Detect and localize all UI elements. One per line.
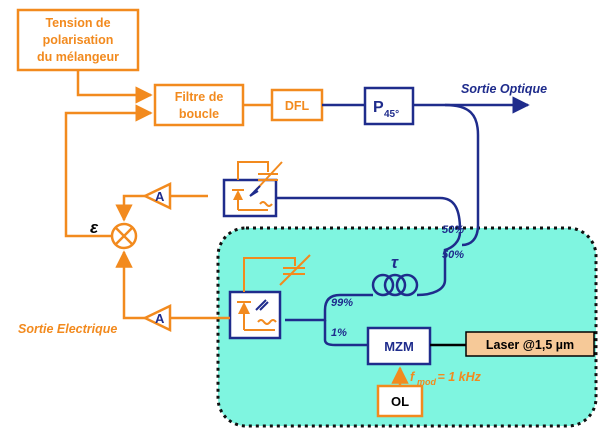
mzm-label: MZM	[384, 339, 414, 354]
loop-filter-label-1: Filtre de	[175, 90, 224, 104]
coil-to-coupler-fiber	[416, 262, 447, 297]
coil-to-splitter-fiber	[323, 293, 373, 311]
bias-label-3: du mélangeur	[37, 50, 119, 64]
mixer-to-filter-wire	[64, 104, 153, 238]
amp-top-to-mixer	[115, 194, 145, 222]
dfl-block	[270, 88, 324, 122]
p45-label: P	[373, 99, 384, 116]
mzm-block	[366, 326, 432, 366]
fmod-label: f	[410, 370, 416, 384]
fiber-to-top-pd	[276, 196, 462, 231]
amp-bottom-icon	[142, 304, 172, 332]
fiber-coil-icon	[371, 273, 419, 297]
ol-label: OL	[391, 394, 409, 409]
split-1: 1%	[331, 327, 347, 339]
fmod-subscript: mod	[417, 377, 437, 387]
amp-bottom-to-mixer	[115, 250, 145, 320]
amp-top-label: A	[155, 189, 165, 204]
sortie-optique-label: Sortie Optique	[461, 82, 547, 96]
sortie-electrique-label: Sortie Electrique	[18, 322, 117, 336]
amp-bottom-label: A	[155, 311, 165, 326]
photodiode-bottom	[228, 254, 311, 340]
p45-subscript: 45°	[384, 109, 399, 120]
split-50-bottom: 50%	[442, 249, 464, 261]
bias-to-filter-wire	[76, 70, 153, 104]
epsilon-label: ε	[90, 218, 99, 237]
coupler	[443, 231, 462, 262]
fmod-value: = 1 kHz	[434, 370, 482, 384]
split-50-top: 50%	[442, 224, 464, 236]
tau-label: τ	[391, 253, 399, 272]
bias-label-1: Tension de	[45, 16, 110, 30]
loop-filter-label-2: boucle	[179, 107, 219, 121]
to-mzm-fiber	[323, 320, 368, 347]
dfl-label: DFL	[285, 99, 310, 113]
laser-label: Laser @1,5 µm	[486, 338, 574, 352]
fiber-to-coupler	[444, 103, 480, 247]
bias-label-2: polarisation	[43, 33, 114, 47]
laser-block	[465, 331, 595, 357]
split-99: 99%	[331, 297, 353, 309]
loop-filter-block	[153, 83, 245, 127]
photodiode-top	[222, 161, 283, 218]
bias-voltage-block	[16, 8, 140, 72]
